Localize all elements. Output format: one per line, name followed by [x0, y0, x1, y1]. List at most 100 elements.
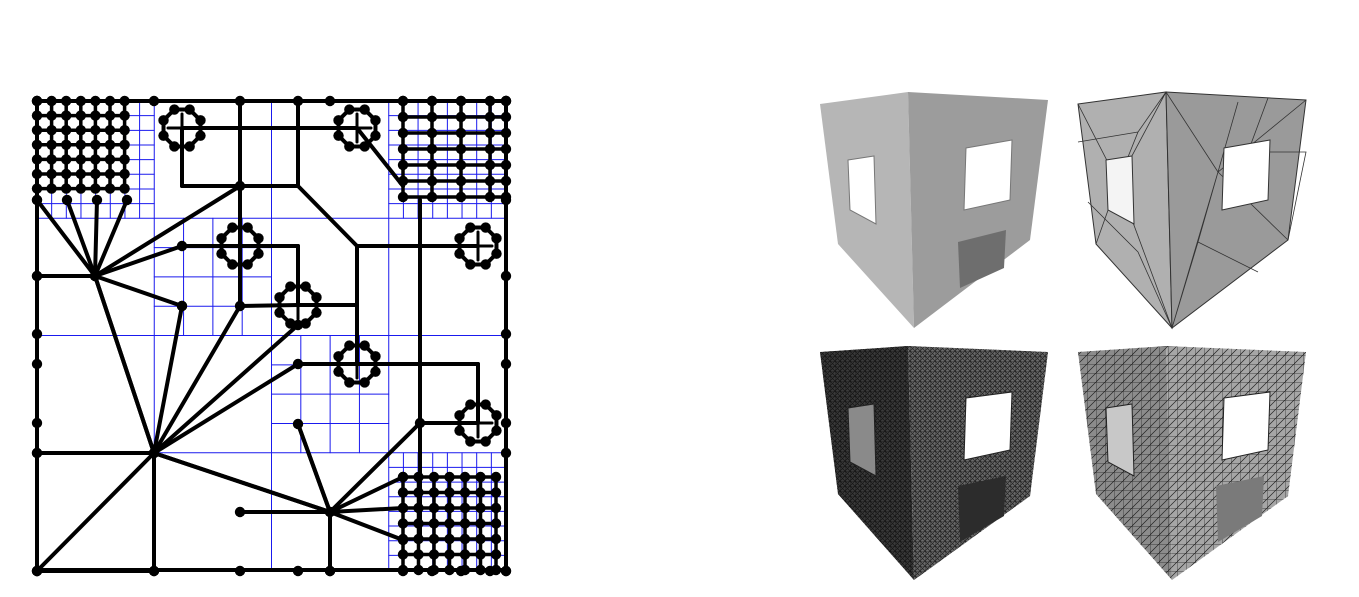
- graph-node: [397, 127, 409, 139]
- graph-node: [89, 270, 101, 282]
- graph-node: [285, 281, 296, 292]
- graph-node: [455, 127, 467, 139]
- graph-node: [397, 191, 409, 203]
- graph-node: [31, 95, 43, 107]
- graph-node: [397, 471, 409, 483]
- graph-node: [311, 307, 322, 318]
- graph-node: [428, 471, 440, 483]
- graph-node: [484, 565, 496, 577]
- graph-node: [234, 506, 246, 518]
- graph-node: [444, 518, 455, 529]
- graph-node: [176, 300, 188, 312]
- graph-node: [344, 340, 355, 351]
- graph-edge: [93, 198, 99, 278]
- graph-node: [475, 518, 486, 529]
- graph-node: [397, 159, 409, 171]
- graph-node: [484, 127, 496, 139]
- graph-node: [324, 95, 336, 107]
- graph-node: [359, 141, 370, 152]
- graph-node: [480, 222, 491, 233]
- graph-node: [31, 194, 43, 206]
- graph-edge: [296, 422, 332, 514]
- graph-edge: [328, 475, 405, 514]
- graph-node: [480, 399, 491, 410]
- graph-node: [75, 183, 87, 194]
- graph-node: [75, 125, 87, 136]
- graph-node: [480, 259, 491, 270]
- graph-node: [426, 111, 438, 123]
- graph-node: [484, 95, 496, 107]
- graph-node: [90, 110, 101, 121]
- graph-node: [500, 95, 512, 107]
- graph-node: [491, 425, 502, 436]
- graph-node: [60, 183, 72, 194]
- graph-node: [413, 471, 424, 483]
- graph-node: [216, 233, 227, 244]
- graph-edge: [152, 323, 300, 455]
- graph-node: [90, 95, 101, 107]
- house-left-window: [847, 155, 877, 225]
- graph-node: [455, 111, 467, 123]
- graph-node: [500, 447, 512, 459]
- graph-node: [90, 125, 101, 136]
- graph-node: [475, 549, 486, 560]
- graph-node: [500, 127, 512, 139]
- graph-node: [413, 502, 424, 514]
- graph-node: [455, 95, 467, 107]
- graph-node: [324, 565, 336, 577]
- graph-node: [397, 487, 409, 498]
- graph-node: [31, 328, 43, 340]
- graph-node: [475, 533, 486, 545]
- graph-node: [359, 104, 370, 115]
- graph-node: [491, 248, 502, 259]
- graph-node: [90, 139, 101, 150]
- graph-edge: [35, 198, 97, 278]
- graph-node: [359, 340, 370, 351]
- graph-node: [428, 533, 440, 545]
- graph-node: [60, 139, 72, 150]
- graph-node: [292, 95, 304, 107]
- graph-node: [253, 233, 264, 244]
- graph-node: [31, 565, 43, 577]
- graph-node: [397, 534, 409, 546]
- graph-node: [413, 518, 424, 529]
- graph-node: [31, 447, 43, 459]
- graph-node: [490, 487, 502, 498]
- graph-node: [500, 143, 512, 155]
- graph-node: [475, 471, 486, 483]
- graph-node: [104, 139, 116, 150]
- graph-node: [500, 358, 512, 370]
- graph-node: [119, 183, 130, 194]
- graph-node: [454, 425, 465, 436]
- graph-node: [397, 111, 409, 123]
- graph-node: [60, 154, 72, 165]
- graph-node: [292, 319, 304, 331]
- graph-node: [426, 143, 438, 155]
- graph-node: [31, 110, 43, 121]
- graph-node: [426, 565, 438, 577]
- graph-node: [333, 351, 344, 362]
- graph-node: [46, 168, 57, 180]
- graph-node: [176, 240, 188, 252]
- graph-node: [169, 141, 180, 152]
- graph-node: [413, 549, 424, 560]
- graph-node: [413, 487, 424, 498]
- graph-node: [484, 175, 496, 187]
- graph-node: [234, 95, 246, 107]
- graph-node: [500, 270, 512, 282]
- house-model-fine-mesh: [1078, 346, 1306, 580]
- graph-node: [75, 139, 87, 150]
- graph-node: [428, 518, 440, 529]
- graph-node: [148, 565, 160, 577]
- graph-node: [484, 111, 496, 123]
- graph-node: [119, 125, 130, 136]
- graph-node: [397, 502, 409, 514]
- graph-node: [465, 436, 476, 447]
- graph-node: [344, 377, 355, 388]
- graph-node: [292, 418, 304, 430]
- graph-node: [397, 95, 409, 107]
- graph-node: [465, 399, 476, 410]
- graph-node: [75, 168, 87, 180]
- graph-node: [184, 104, 195, 115]
- graph-node: [119, 95, 130, 107]
